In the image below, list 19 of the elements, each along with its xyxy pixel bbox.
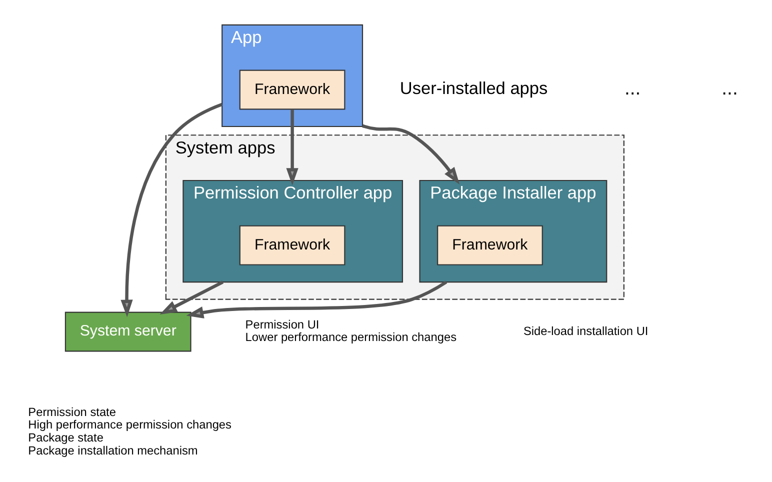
label: ... <box>624 78 641 100</box>
arrow <box>160 280 224 314</box>
node-label: Package state <box>28 430 104 445</box>
node-label: Package installation mechanism <box>28 444 198 458</box>
arrow <box>186 280 448 318</box>
arrow <box>362 124 460 184</box>
node-label: Permission state <box>28 404 116 419</box>
node-label: Permission UI <box>245 317 320 332</box>
node-label: Side-load installation UI <box>523 324 648 338</box>
label: ... <box>722 78 738 100</box>
node-box: Framework <box>239 70 346 110</box>
node-label: High performance permission changes <box>28 418 232 432</box>
node-label: Lower performance permission changes <box>245 330 457 344</box>
arrow <box>286 109 298 186</box>
label: User-installed apps <box>400 78 548 98</box>
node-box: System server <box>64 312 192 352</box>
node-box: Framework <box>239 225 346 266</box>
arrow <box>120 102 223 318</box>
node-box: Framework <box>437 225 543 266</box>
